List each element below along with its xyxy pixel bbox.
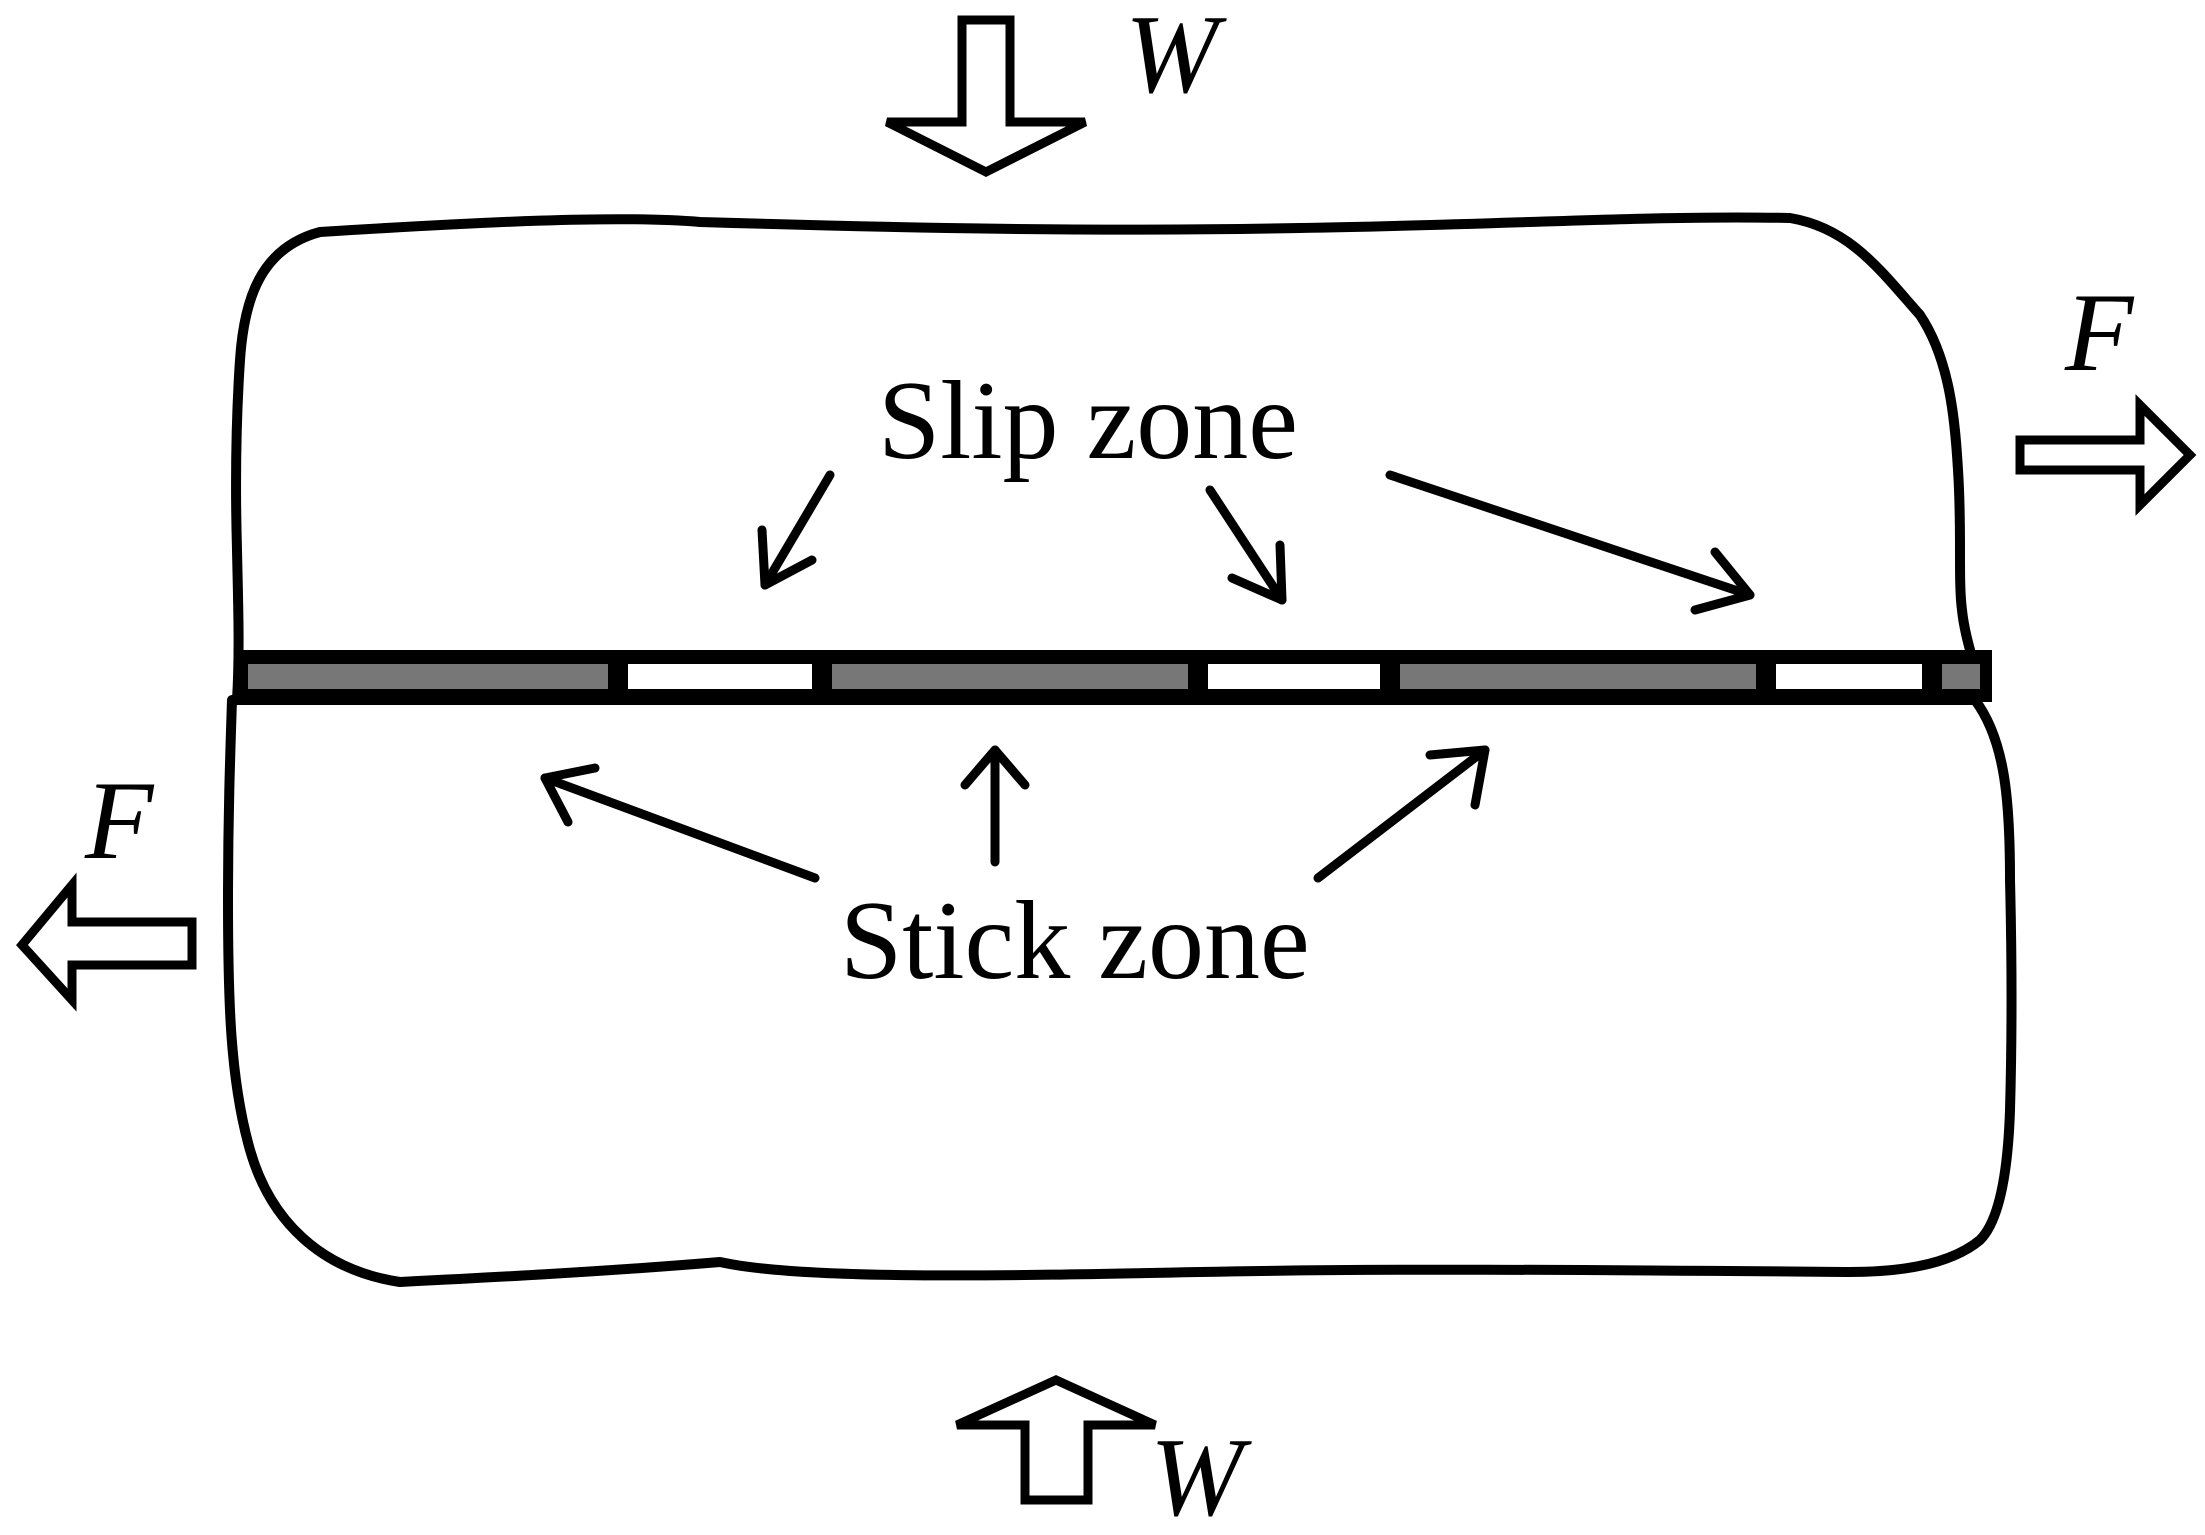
slip-arrow-3 [1385,470,1755,600]
force-label-left: F [84,759,155,883]
stick-arrow-3-head [1425,745,1490,810]
slip-zone-pointer-arrows [757,470,1755,615]
stick-zone-label: Stick zone [840,879,1310,1003]
slip-segment [1776,664,1922,689]
stick-segment [1942,664,1980,689]
stick-arrow-2-head [960,745,1030,790]
slip-arrow-1 [760,470,835,590]
load-label-top: W [1125,0,1227,117]
interface-segments [248,664,1980,689]
stick-segment [248,664,608,689]
upper-body-outline [231,212,1980,705]
stick-zone-pointer-arrows [540,745,1490,883]
slip-segment [628,664,812,689]
stick-arrow-3 [1313,745,1490,883]
load-arrow-top [884,15,1088,178]
slip-arrow-2 [1205,485,1287,605]
slip-segment [1208,664,1380,689]
stick-arrow-1-head [540,763,600,827]
slip-arrow-1-head [757,525,817,590]
force-arrow-right [2015,394,2197,516]
load-arrow-bottom [955,1375,1157,1505]
stick-arrow-1 [540,773,820,883]
slip-arrow-2-head [1227,540,1287,605]
force-label-right: F [2064,271,2135,395]
slip-arrow-3-head [1690,547,1755,615]
lower-body-outline [223,695,2017,1287]
load-label-bottom: W [1150,1416,1252,1535]
stick-segment [832,664,1188,689]
force-arrow-left [16,872,197,1012]
stick-segment [1400,664,1756,689]
slip-zone-label: Slip zone [878,359,1298,483]
